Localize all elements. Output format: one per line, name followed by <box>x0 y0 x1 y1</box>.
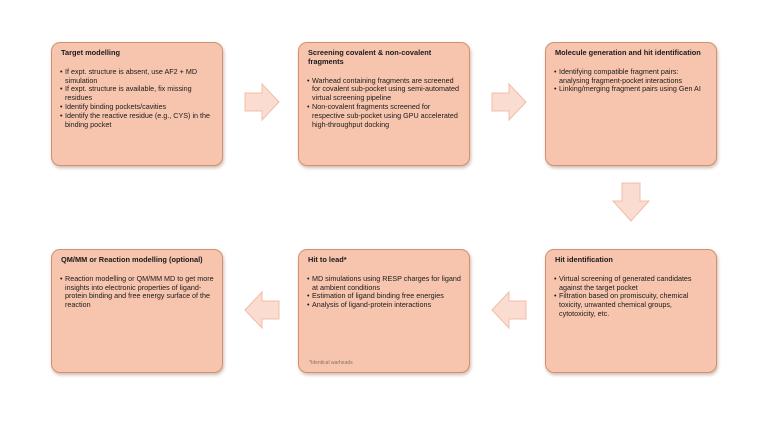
step-bullet-list: If expt. structure is absent, use AF2 + … <box>60 67 214 130</box>
right-arrow-icon <box>244 82 280 122</box>
step-title: Molecule generation and hit identificati… <box>555 48 701 57</box>
step-bullet: If expt. structure is available, fix mis… <box>60 85 214 103</box>
step-molecule-generation: Molecule generation and hit identificati… <box>545 42 717 166</box>
down-arrow-icon <box>611 182 651 222</box>
step-bullet: Non-covalent fragments screened for resp… <box>307 102 461 129</box>
left-arrow-icon <box>244 290 280 330</box>
step-bullet-list: MD simulations using RESP charges for li… <box>307 274 461 310</box>
step-bullet: Filtration based on promiscuity, chemica… <box>554 291 708 318</box>
right-arrow-icon <box>491 82 527 122</box>
step-bullet: Identify the reactive residue (e.g., CYS… <box>60 111 214 130</box>
step-screening-fragments: Screening covalent & non-covalent fragme… <box>298 42 470 166</box>
step-bullet-list: Virtual screening of generated candidate… <box>554 274 708 319</box>
step-bullet-list: Warhead containing fragments are screene… <box>307 76 461 130</box>
step-bullet-list: Reaction modelling or QM/MM MD to get mo… <box>60 274 214 310</box>
step-title: Target modelling <box>61 48 120 57</box>
step-title: Hit to lead* <box>308 255 347 264</box>
step-hit-identification: Hit identification Virtual screening of … <box>545 249 717 373</box>
step-target-modelling: Target modelling If expt. structure is a… <box>51 42 223 166</box>
step-bullet: Identify binding pockets/cavities <box>60 102 214 112</box>
step-bullet: Reaction modelling or QM/MM MD to get mo… <box>60 274 214 310</box>
step-bullet: Virtual screening of generated candidate… <box>554 274 708 293</box>
step-bullet: Analysis of ligand-protein interactions <box>307 300 461 310</box>
step-bullet: Linking/merging fragment pairs using Gen… <box>554 85 708 94</box>
step-title: QM/MM or Reaction modelling (optional) <box>61 255 203 264</box>
step-bullet: MD simulations using RESP charges for li… <box>307 274 461 293</box>
step-title: Screening covalent & non-covalent fragme… <box>308 48 432 66</box>
step-hit-to-lead: Hit to lead* MD simulations using RESP c… <box>298 249 470 373</box>
step-bullet: If expt. structure is absent, use AF2 + … <box>60 67 214 86</box>
step-title: Hit identification <box>555 255 613 264</box>
step-bullet: Identifying compatible fragment pairs: a… <box>554 67 708 86</box>
left-arrow-icon <box>491 290 527 330</box>
step-bullet: Warhead containing fragments are screene… <box>307 76 461 103</box>
step-bullet-list: Identifying compatible fragment pairs: a… <box>554 67 708 94</box>
footnote: *Identical warheads <box>309 360 353 366</box>
step-qmmm-reaction-modelling: QM/MM or Reaction modelling (optional) R… <box>51 249 223 373</box>
step-bullet: Estimation of ligand binding free energi… <box>307 292 461 301</box>
